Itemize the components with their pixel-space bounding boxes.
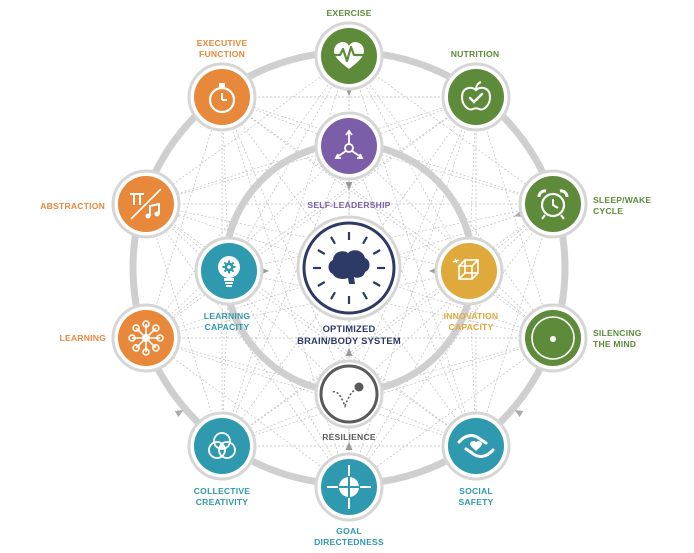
label-learning: LEARNING — [59, 333, 106, 343]
label-nutrition: NUTRITION — [450, 49, 500, 59]
web-line — [145, 55, 350, 205]
label-social-safety: SOCIAL SAFETY — [458, 486, 494, 507]
node-executive-function — [187, 62, 257, 132]
web-line — [221, 96, 554, 339]
label-executive-function: EXECUTIVE FUNCTION — [196, 38, 248, 59]
label-center-system: OPTIMIZED BRAIN/BODY SYSTEM — [297, 323, 401, 346]
node-sleep-wake-cycle — [518, 169, 588, 239]
node-exercise — [314, 21, 384, 91]
brain-icon — [313, 232, 385, 304]
apple-check-icon — [460, 81, 492, 111]
venn-icon — [208, 432, 236, 459]
web-line — [348, 270, 470, 488]
node-social-safety — [441, 411, 511, 481]
label-goal-directedness: GOAL DIRECTEDNESS — [314, 526, 384, 547]
web-line — [348, 393, 477, 447]
node-collective-creativity — [187, 411, 257, 481]
bounce-ball-icon — [332, 382, 364, 409]
arrow-marker — [345, 182, 353, 190]
web-line — [145, 270, 470, 339]
web-line — [221, 393, 350, 447]
web-line — [145, 96, 477, 339]
node-resilience — [314, 359, 384, 429]
web-line — [228, 270, 350, 488]
web-line — [348, 96, 477, 395]
label-abstraction: ABSTRACTION — [40, 201, 105, 211]
web-line — [228, 270, 554, 339]
label-learning-capacity: LEARNING CAPACITY — [203, 311, 251, 332]
web-line — [228, 55, 350, 272]
pi-music-icon — [130, 188, 162, 220]
web-line — [348, 203, 554, 395]
stopwatch-icon — [208, 83, 236, 114]
lightbulb-gear-icon — [218, 256, 240, 287]
label-sleep-wake-cycle: SLEEP/WAKE CYCLE — [593, 195, 652, 216]
node-abstraction — [111, 169, 181, 239]
node-goal-directedness — [314, 452, 384, 522]
web-line — [145, 337, 477, 447]
node-innovation-capacity — [434, 236, 504, 306]
label-exercise: EXERCISE — [326, 8, 372, 18]
node-learning — [111, 303, 181, 373]
dot-circle-icon — [531, 316, 575, 360]
web-line — [145, 203, 477, 447]
node-center-system — [296, 215, 402, 321]
web-line — [228, 270, 477, 447]
arrow-marker — [345, 348, 353, 356]
network-icon — [128, 320, 164, 356]
web-line — [145, 337, 350, 488]
hands-heart-icon — [457, 434, 495, 458]
heart-pulse-icon — [330, 42, 368, 69]
arrow-marker — [174, 410, 184, 418]
web-line — [348, 96, 477, 488]
cube-icon — [452, 258, 479, 280]
node-self-leadership — [314, 111, 384, 181]
web-line — [348, 55, 470, 272]
arrow-marker — [345, 442, 353, 450]
node-learning-capacity — [194, 236, 264, 306]
nodes — [111, 21, 588, 522]
web-line — [221, 96, 350, 488]
label-self-leadership: SELF-LEADERSHIP — [307, 200, 391, 210]
web-line — [145, 203, 554, 339]
web-line — [221, 96, 350, 395]
web-line — [221, 270, 470, 447]
node-nutrition — [441, 62, 511, 132]
web-line — [145, 145, 350, 205]
label-collective-creativity: COLLECTIVE CREATIVITY — [193, 486, 251, 507]
label-silencing-the-mind: SILENCING THE MIND — [593, 328, 642, 349]
arrow-marker — [514, 410, 524, 418]
label-resilience: RESILIENCE — [322, 432, 376, 442]
label-innovation-capacity: INNOVATION CAPACITY — [443, 311, 499, 332]
web-line — [221, 203, 554, 447]
compass-arrows-icon — [334, 129, 364, 159]
web-line — [145, 337, 350, 395]
web-line — [145, 145, 350, 339]
target-icon — [327, 465, 371, 509]
alarm-clock-icon — [537, 189, 569, 220]
web-line — [145, 203, 554, 339]
node-silencing-the-mind — [518, 303, 588, 373]
web-line — [348, 145, 554, 205]
